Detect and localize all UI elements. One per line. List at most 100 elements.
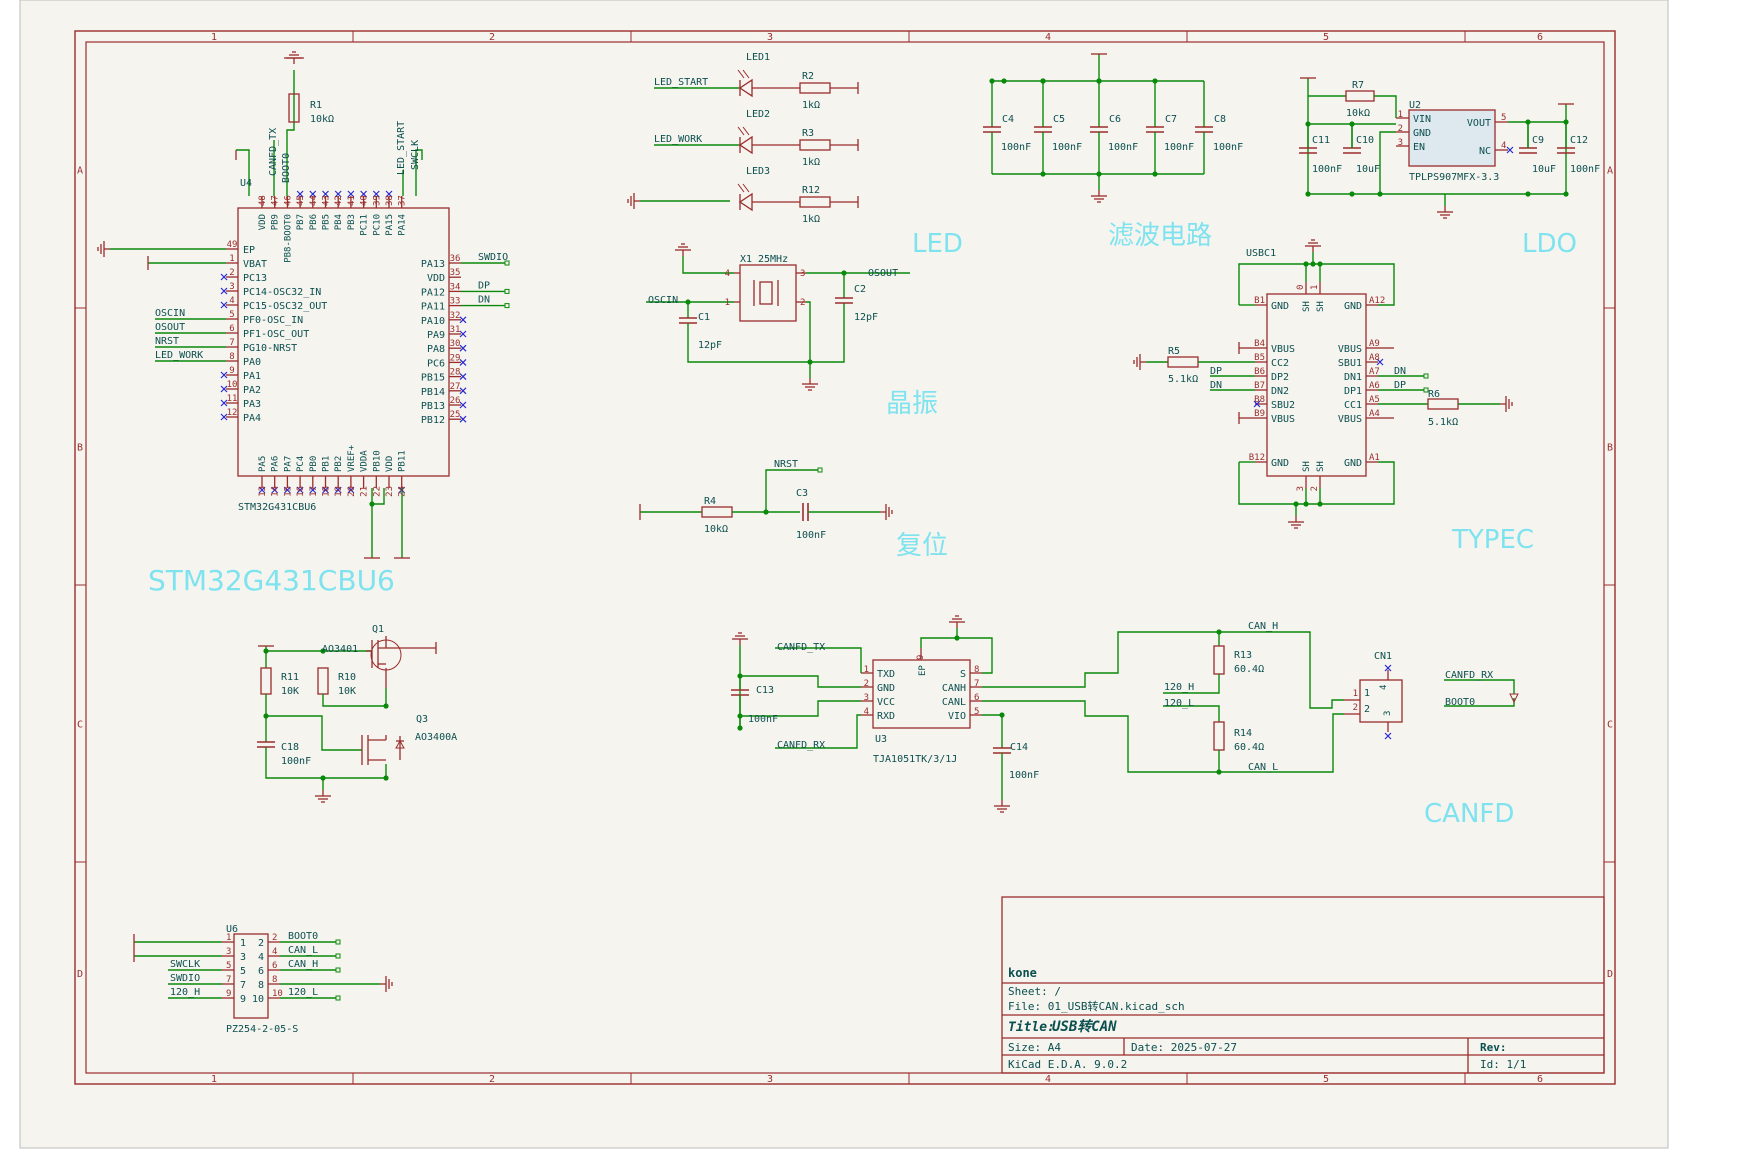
net-label: BOOT0	[288, 931, 318, 942]
led-arrow	[737, 126, 745, 136]
junction-dot	[1377, 191, 1383, 197]
pin-name: GND	[1344, 301, 1362, 312]
net-wire	[806, 301, 811, 362]
pin-name: PA15	[385, 214, 395, 236]
pin-number: 48	[258, 195, 268, 206]
pin-number: 25	[450, 410, 461, 420]
title-value: USB转CAN	[1052, 1018, 1117, 1035]
junction-dot	[954, 635, 960, 641]
no-connect-mark	[347, 486, 355, 494]
pin-number: A9	[1369, 339, 1380, 349]
transistor-circle	[370, 639, 402, 671]
ref-label: R5	[1168, 346, 1180, 357]
value-label: 60.4Ω	[1234, 664, 1264, 675]
pin-name: PC4	[296, 456, 306, 472]
ref-label: C12	[1570, 135, 1588, 146]
pin-name: DN2	[1271, 386, 1289, 397]
junction-dot	[1563, 191, 1569, 197]
pin-name: PA4	[243, 413, 261, 424]
net-label: BOOT0	[1445, 697, 1475, 708]
value-label: 12pF	[698, 340, 722, 351]
pin-name: PG10-NRST	[243, 343, 297, 354]
pin-number: 24	[398, 486, 408, 497]
pin-number: 7	[229, 338, 234, 348]
value-label: 1kΩ	[802, 157, 820, 168]
value-label: 100nF	[1312, 164, 1342, 175]
pin-name: VBUS	[1338, 344, 1362, 355]
pin-number: 3	[1296, 486, 1306, 491]
junction-dot	[383, 775, 389, 781]
net-label: CAN_H	[288, 959, 318, 970]
title-company: kone	[1008, 966, 1037, 980]
pin-number: 2	[272, 933, 277, 943]
row-letter: B	[77, 443, 83, 454]
pin-number: 34	[450, 282, 461, 292]
net-label: 120_H	[1164, 682, 1194, 693]
pin-number: 3	[800, 269, 805, 279]
pin-name: 2	[258, 938, 264, 949]
pin-name: NC	[1479, 146, 1491, 157]
pin-name: 10	[252, 994, 264, 1005]
row-letter: A	[77, 166, 83, 177]
net-wire	[415, 149, 423, 196]
net-wire	[740, 700, 861, 717]
net-wire	[687, 303, 845, 363]
junction-dot	[1303, 501, 1309, 507]
junction-dot	[1305, 191, 1311, 197]
crystal-element	[759, 281, 773, 305]
ref-label: C18	[281, 742, 299, 753]
column-number: 5	[1323, 1074, 1329, 1085]
pin-name: 1	[240, 938, 246, 949]
pin-number: 4	[1379, 685, 1389, 690]
no-connect-mark	[372, 190, 380, 198]
value-label: 10kΩ	[310, 114, 334, 125]
column-number: 2	[489, 1074, 495, 1085]
ref-label: R2	[802, 71, 814, 82]
ref-label: U2	[1409, 100, 1421, 111]
net-label: CANFD_RX	[777, 740, 825, 751]
net-label: DN	[1394, 366, 1406, 377]
no-connect-mark	[220, 273, 228, 281]
ref-label: R14	[1234, 728, 1252, 739]
no-connect-mark	[459, 358, 467, 366]
net-wire	[765, 469, 818, 512]
ref-label: U3	[875, 734, 887, 745]
net-label: DP	[1394, 380, 1406, 391]
junction-dot	[685, 299, 691, 305]
pin-name: 6	[258, 966, 264, 977]
pin-number: 11	[227, 394, 238, 404]
ref-label: Q3	[416, 714, 428, 725]
pin-number: 13	[258, 486, 268, 497]
pin-number: 7	[974, 679, 979, 689]
pin-number: 8	[272, 975, 277, 985]
pin-name: PB10	[372, 450, 382, 472]
pin-name: PA3	[243, 399, 261, 410]
pin-number: A7	[1369, 367, 1380, 377]
net-wire	[372, 488, 385, 505]
row-letter: A	[1607, 166, 1613, 177]
pin-name: PA7	[283, 456, 293, 472]
ref-label: X1	[740, 254, 752, 265]
pin-name: PC15-OSC32_OUT	[243, 301, 327, 312]
column-number: 4	[1045, 1074, 1051, 1085]
header-body	[233, 933, 269, 1019]
net-flag	[1423, 373, 1429, 379]
row-letter: B	[1607, 443, 1613, 454]
pin-name: VCC	[877, 697, 895, 708]
no-connect-mark	[309, 486, 317, 494]
mcu-body	[237, 207, 450, 477]
pin-name: TXD	[877, 669, 895, 680]
pin-name: 7	[240, 980, 246, 991]
net-wire	[1163, 705, 1220, 722]
ref-label: LED2	[746, 109, 770, 120]
pin-number: 10	[227, 380, 238, 390]
net-flag	[504, 288, 510, 294]
value-label: 5.1kΩ	[1428, 417, 1458, 428]
net-wire	[286, 82, 295, 196]
net-wire	[775, 647, 862, 673]
pin-number: 4	[1501, 141, 1506, 151]
section-title-mcu: STM32G431CBU6	[148, 564, 395, 597]
pin-number: 28	[450, 368, 461, 378]
